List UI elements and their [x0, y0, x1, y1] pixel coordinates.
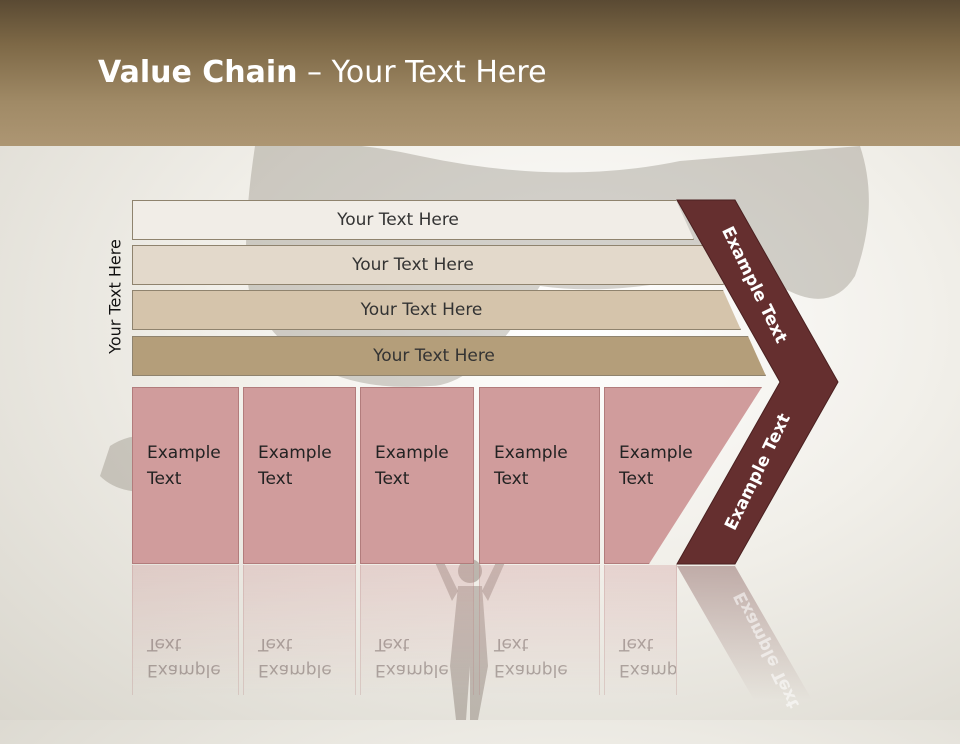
bar-row-3-label: Your Text Here	[360, 300, 483, 320]
header-band	[0, 0, 960, 146]
box-5-line-2: Text	[619, 469, 654, 489]
bar-row-1[interactable]: Your Text Here	[132, 200, 694, 240]
box-4-line-2: Text	[494, 469, 529, 489]
chevron-arrow	[676, 199, 839, 700]
box-3-line-2: Text	[375, 469, 410, 489]
bar-row-3[interactable]: Your Text Here	[132, 290, 741, 330]
box-1-line-2: Text	[147, 469, 182, 489]
bar-row-2[interactable]: Your Text Here	[132, 245, 724, 285]
box-1-line-1: Example	[147, 443, 221, 463]
bar-row-2-label: Your Text Here	[352, 255, 474, 275]
box-4-line-1: Example	[494, 443, 568, 463]
title-bold: Value Chain	[98, 55, 298, 90]
chevron-shape[interactable]	[676, 199, 839, 565]
bar-row-4[interactable]: Your Text Here	[132, 336, 766, 376]
title-rest: – Your Text Here	[297, 55, 547, 90]
slide-title[interactable]: Value Chain – Your Text Here	[98, 55, 547, 90]
box-5-line-1: Example	[619, 443, 693, 463]
bar-row-4-label: Your Text Here	[373, 346, 495, 366]
box-2-line-1: Example	[258, 443, 332, 463]
bar-row-1-label: Your Text Here	[337, 210, 459, 230]
chevron-reflection	[677, 566, 812, 700]
box-2-line-2: Text	[258, 469, 293, 489]
box-3-line-1: Example	[375, 443, 449, 463]
